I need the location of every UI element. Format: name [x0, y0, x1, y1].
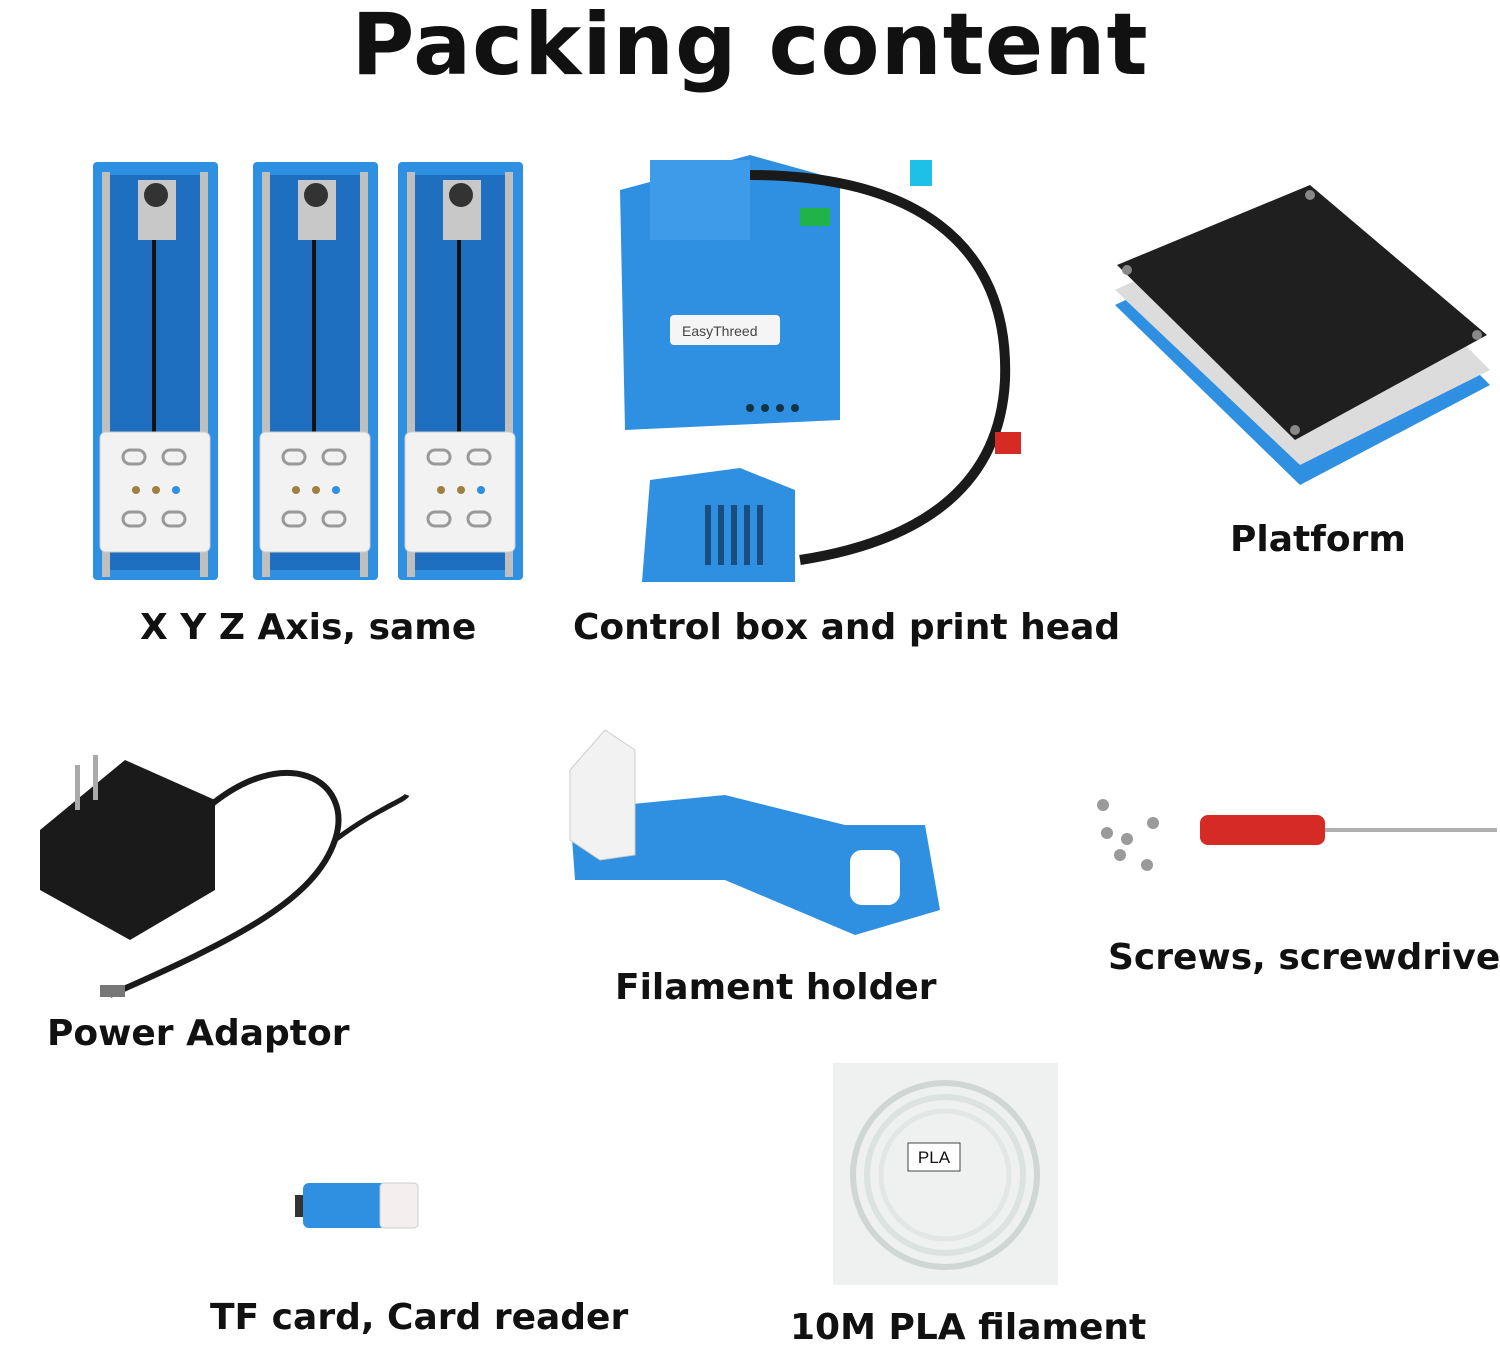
control-box-image: EasyThreed: [610, 150, 1050, 590]
pla-filament-label: 10M PLA filament: [790, 1307, 1147, 1348]
power-adaptor-label: Power Adaptor: [47, 1013, 350, 1054]
screws-label: Screws, screwdriver: [1108, 937, 1500, 978]
pla-filament-image: PLA: [833, 1063, 1058, 1285]
screws-screwdriver-image: [1085, 795, 1500, 885]
power-adaptor-image: [35, 740, 415, 1005]
pla-tag-text: PLA: [918, 1148, 951, 1167]
axis-label: X Y Z Axis, same: [140, 607, 477, 648]
tf-card-label: TF card, Card reader: [210, 1297, 629, 1338]
filament-holder-image: [565, 730, 945, 940]
platform-image: [1105, 185, 1495, 490]
page-title: Packing content: [351, 0, 1149, 95]
axis-modules-image: [88, 150, 528, 585]
tf-card-image: [295, 1180, 420, 1230]
platform-label: Platform: [1230, 519, 1406, 560]
control-label: Control box and print head: [573, 607, 1121, 648]
filament-holder-label: Filament holder: [615, 967, 937, 1008]
control-brand-text: EasyThreed: [682, 323, 757, 339]
